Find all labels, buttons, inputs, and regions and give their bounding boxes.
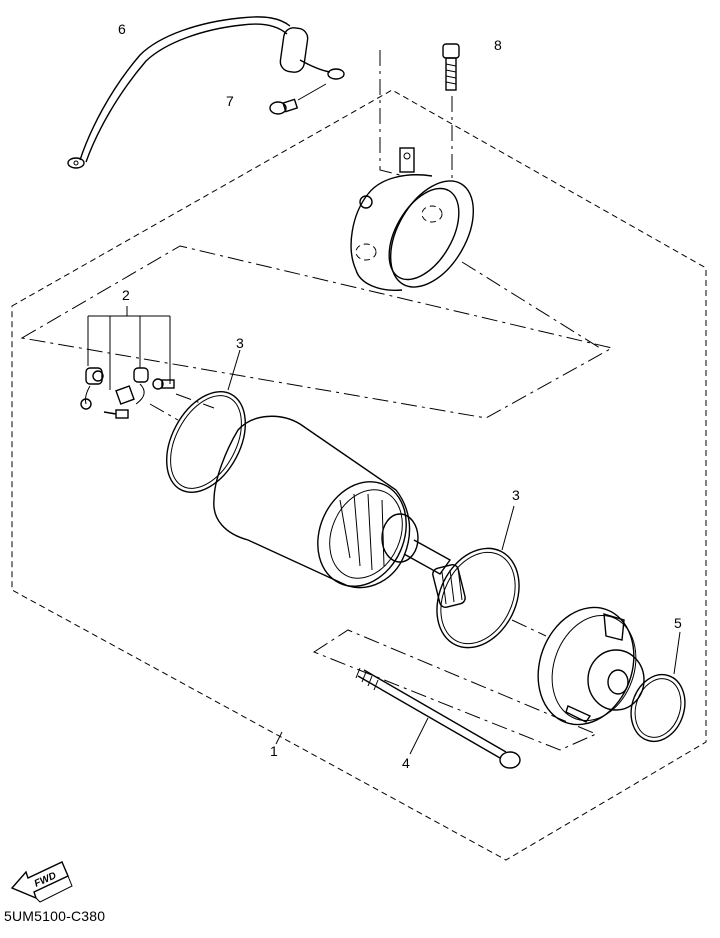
leader-part-1 — [275, 731, 283, 745]
fwd-arrow-icon: FWD — [10, 861, 73, 903]
assembly-boundary — [11, 89, 707, 861]
brush-set — [80, 306, 215, 421]
o-ring-right — [436, 505, 547, 649]
o-ring-left — [166, 349, 246, 493]
callout-part-1: 1 — [270, 743, 278, 759]
callout-part-8: 8 — [494, 37, 502, 53]
callout-part-2: 2 — [122, 287, 130, 303]
lead-wire — [67, 16, 345, 169]
yoke-screw — [442, 43, 460, 91]
callout-part-7: 7 — [226, 93, 234, 109]
callout-part-4: 4 — [402, 755, 410, 771]
armature-yoke — [213, 415, 466, 608]
callout-part-5: 5 — [674, 615, 682, 631]
bolt-plane — [312, 629, 598, 751]
callout-part-6: 6 — [118, 21, 126, 37]
callout-part-3-right: 3 — [512, 487, 520, 503]
o-ring-small — [630, 631, 686, 743]
callout-part-3-left: 3 — [236, 335, 244, 351]
front-cover — [537, 606, 645, 726]
diagram-code: 5UM5100-C380 — [4, 908, 106, 924]
through-bolt — [355, 667, 521, 769]
terminal-screw — [269, 83, 327, 115]
rear-cover — [350, 50, 601, 349]
brush-group-plane — [20, 245, 614, 419]
